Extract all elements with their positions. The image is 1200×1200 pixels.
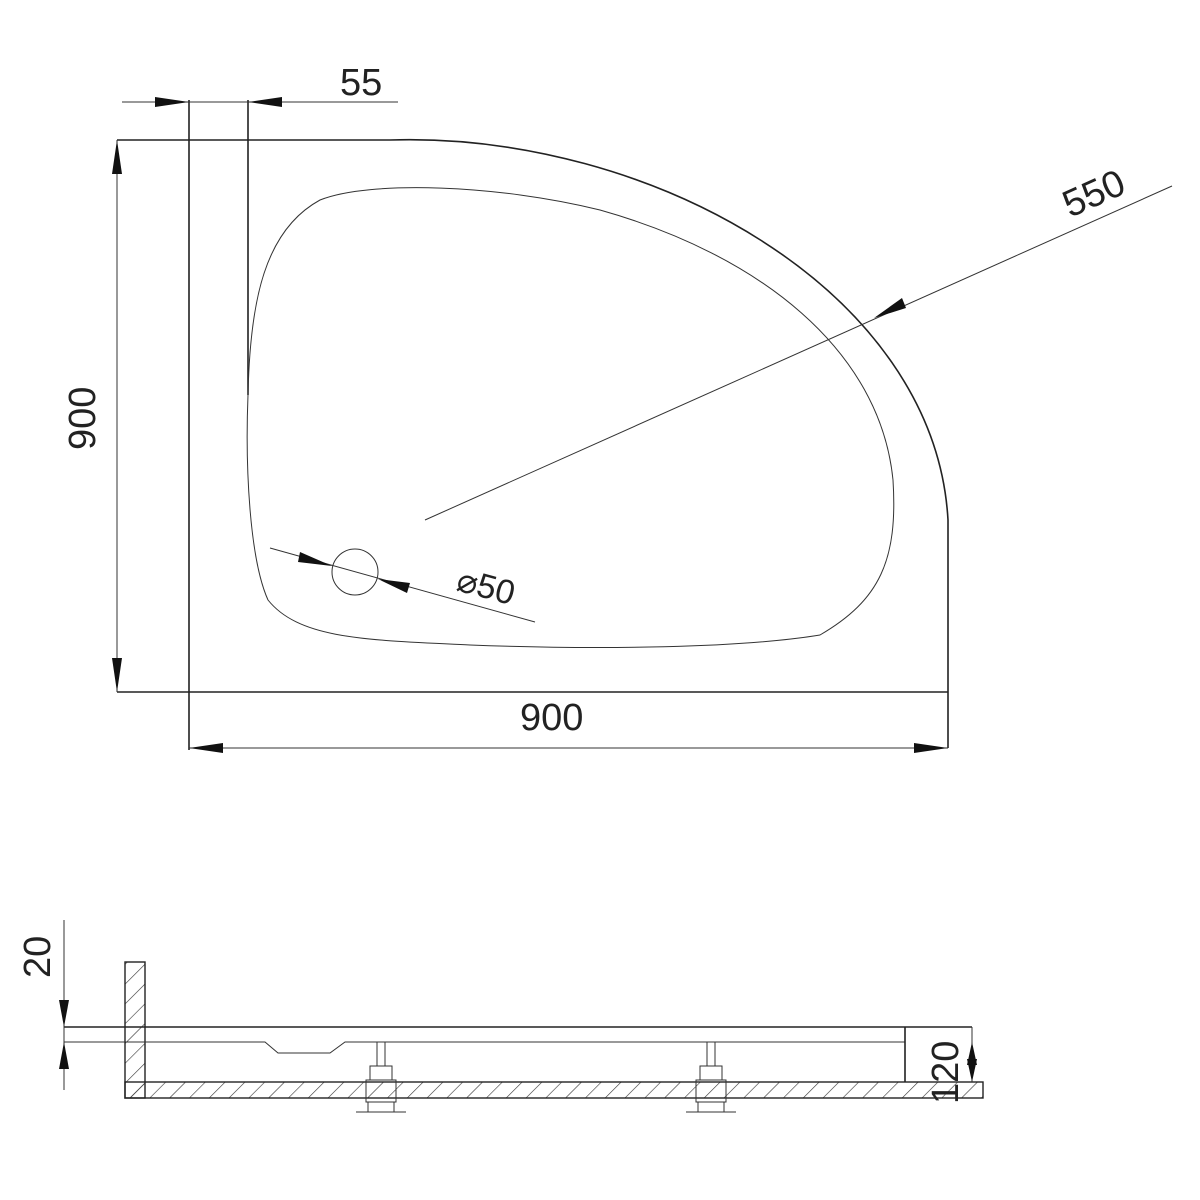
- arrow: [112, 658, 122, 692]
- arrow: [59, 1000, 69, 1027]
- support-foot: [356, 1042, 406, 1113]
- dim-radius: 550: [1057, 162, 1132, 226]
- section-view: 20 120: [17, 920, 984, 1113]
- arrow: [59, 1042, 69, 1069]
- dim-rim-width: 55: [340, 62, 382, 104]
- arrow: [874, 298, 906, 318]
- tray-bottom: [64, 1041, 905, 1054]
- plan-view: 55 900 900 550 ⌀50: [62, 62, 1173, 753]
- arrow: [248, 97, 282, 107]
- arrow: [189, 743, 223, 753]
- dim-line-radius: [424, 185, 1173, 521]
- dim-width: 900: [520, 697, 583, 739]
- wall: [124, 961, 146, 1099]
- arrow: [298, 552, 332, 566]
- basin-outline: [246, 187, 895, 649]
- dim-drain: ⌀50: [453, 561, 519, 613]
- arrow: [378, 579, 410, 593]
- dim-height: 120: [925, 1041, 967, 1104]
- tray-outline: [117, 100, 949, 750]
- arrow: [112, 140, 122, 174]
- floor: [124, 1081, 984, 1099]
- dim-depth: 900: [62, 387, 104, 450]
- arrow: [155, 97, 189, 107]
- drain-hole: [331, 548, 379, 596]
- support-foot: [686, 1042, 736, 1113]
- dim-wall-offset: 20: [17, 936, 59, 978]
- arrow: [967, 1059, 977, 1082]
- arrow: [914, 743, 948, 753]
